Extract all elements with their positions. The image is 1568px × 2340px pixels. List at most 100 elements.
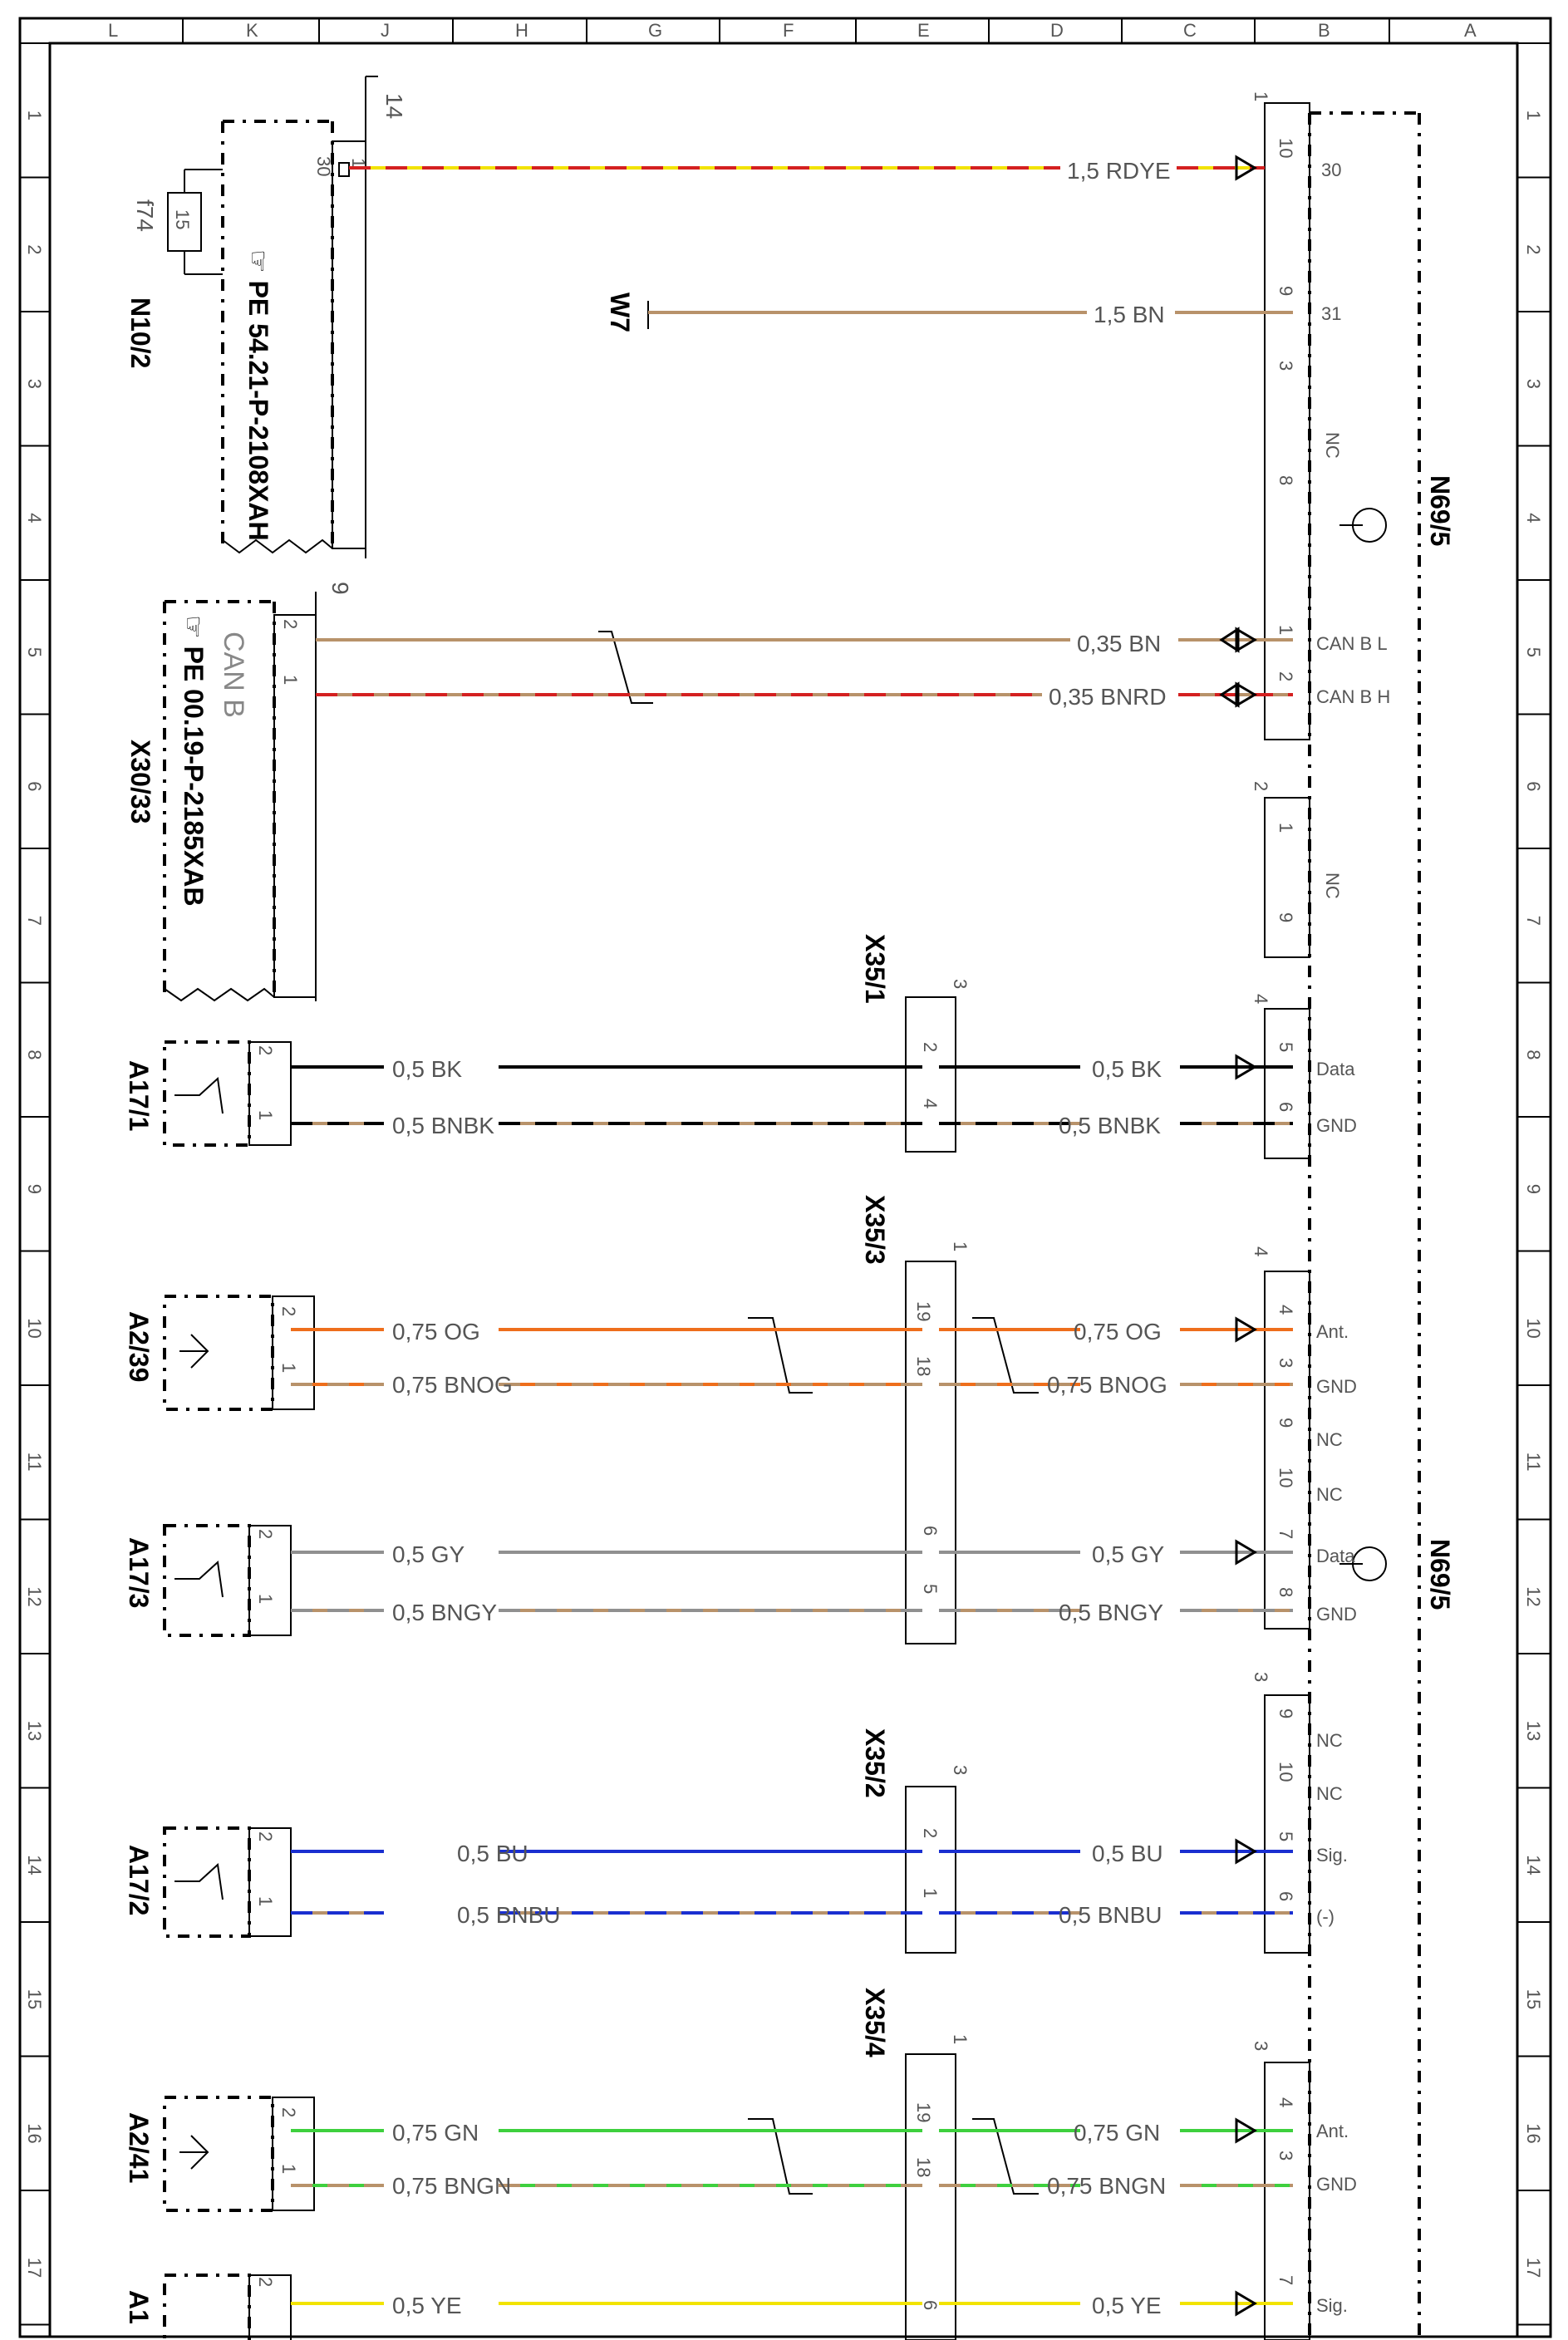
col-g: G (648, 20, 662, 41)
a17-2-label: A17/2 (124, 1845, 154, 1915)
wire-label-bu-right: 0,5 BU (1092, 1841, 1163, 1866)
twist-symbol (972, 2118, 1039, 2195)
a17-1-pin-2: 2 (255, 1045, 276, 1055)
a17-partial-pin-2: 2 (255, 2277, 276, 2287)
wire-label-bnog-left: 0,75 BNOG (392, 1372, 513, 1398)
x35-1-pin-b: 4 (920, 1099, 941, 1109)
x35-3-label: X35/3 (860, 1195, 890, 1265)
row-number: 3 (24, 379, 45, 389)
n69-pin-5: 5 (1276, 1042, 1296, 1052)
x35-2-pin-b: 1 (920, 1888, 941, 1898)
n69-pin-9b: 9 (1276, 912, 1296, 922)
x35-1-connector: X35/1 3 2 4 (860, 934, 971, 1153)
row-number: 16 (1523, 2123, 1544, 2143)
row-number: 5 (24, 647, 45, 657)
x30-33-reference: ☞ PE 00.19-P-2185XAB (179, 615, 209, 907)
n69-connector-1 (1264, 102, 1310, 740)
x35-2-connector: X35/2 3 2 1 (860, 1728, 971, 1954)
wire-label-bngy-left: 0,5 BNGY (392, 1600, 497, 1625)
x35-1-no: 3 (950, 979, 971, 989)
row-number: 16 (24, 2123, 45, 2143)
col-f: F (783, 20, 794, 41)
wire-label-gy-right: 0,5 GY (1092, 1541, 1164, 1567)
x35-1-label: X35/1 (860, 934, 890, 1004)
fuse-name: f74 (132, 199, 158, 232)
a17-partial-label: A1 (124, 2290, 154, 2324)
x35-4-pin-c: 6 (920, 2300, 941, 2310)
n69-nc-1: NC (1322, 432, 1343, 459)
wire-label-ye-left: 0,5 YE (392, 2293, 462, 2318)
n10-2-pin-30: 30 (313, 156, 334, 176)
a17-1-pin-1: 1 (255, 1110, 276, 1120)
column-ruler: L K J H G F E D C B A (20, 18, 1551, 44)
x35-3-connector: X35/3 1 19 18 6 5 (860, 1195, 971, 1644)
row-number: 14 (1523, 1855, 1544, 1875)
row-number: 14 (24, 1855, 45, 1875)
n69-5-module: N69/5 N69/5 1 10 30 9 31 3 8 NC 1 CAN B … (1251, 91, 1455, 2340)
n69-conn-3-no: 3 (1251, 1672, 1271, 1682)
row-number: 10 (24, 1318, 45, 1338)
col-l: L (108, 20, 118, 41)
row-number: 1 (1523, 111, 1544, 120)
a2-39-label: A2/39 (124, 1311, 154, 1382)
a17-3-pin-2: 2 (255, 1529, 276, 1539)
n69-nc-4: NC (1316, 1484, 1343, 1505)
wire-label-bngy-right: 0,5 BNGY (1059, 1600, 1163, 1625)
x30-33-pin-2: 2 (280, 619, 301, 629)
wire-label-bngn-right: 0,75 BNGN (1047, 2173, 1166, 2199)
x35-3-no: 1 (950, 1241, 971, 1251)
col-d: D (1050, 20, 1064, 41)
row-number: 7 (24, 916, 45, 926)
a17-1-block: 2 1 A17/1 (124, 1040, 292, 1147)
x35-3-pin-a: 19 (913, 1301, 934, 1321)
col-a: A (1464, 20, 1477, 41)
a2-41-pin-1: 1 (278, 2164, 299, 2174)
n10-2-label: N10/2 (125, 297, 155, 368)
n10-2-terminal (338, 162, 350, 177)
n69-pin-3e: 3 (1276, 2151, 1296, 2161)
row-number: 5 (1523, 647, 1544, 657)
row-number: 8 (1523, 1050, 1544, 1059)
wire-label-bn-w7: 1,5 BN (1094, 302, 1165, 327)
row-number: 3 (1523, 379, 1544, 389)
wire-label-bnbu-right: 0,5 BNBU (1059, 1902, 1162, 1928)
n69-5-label-top: N69/5 (1425, 475, 1455, 546)
arrow-right-icon (1235, 2117, 1257, 2144)
n69-ant-2: Ant. (1316, 2121, 1349, 2141)
bidirectional-arrow-icon (1235, 627, 1257, 653)
a17-1-label: A17/1 (124, 1060, 154, 1131)
twist-symbol (748, 2118, 813, 2195)
arrow-right-icon (1235, 1539, 1257, 1566)
wire-label-bnbk-left: 0,5 BNBK (392, 1113, 494, 1138)
n69-pin-7: 7 (1276, 1529, 1296, 1539)
n69-pin-6: 6 (1276, 1102, 1296, 1112)
n69-conn-3b-no: 3 (1251, 2041, 1271, 2051)
wire-label-bnbk-right: 0,5 BNBK (1059, 1113, 1161, 1138)
wires-layer (291, 155, 1293, 2317)
x35-3-pin-b: 18 (913, 1356, 934, 1376)
n69-signal-31: 31 (1321, 303, 1341, 324)
a17-3-block: 2 1 A17/3 (124, 1524, 292, 1637)
x30-33-pin-1: 1 (280, 675, 301, 685)
wire-label-gn-right: 0,75 GN (1074, 2120, 1160, 2146)
n69-nc-5: NC (1316, 1730, 1343, 1751)
wire-label-ye-right: 0,5 YE (1092, 2293, 1162, 2318)
x35-4-pin-b: 18 (913, 2157, 934, 2177)
n69-pin-1b: 1 (1276, 823, 1296, 833)
x35-3-pin-d: 5 (920, 1584, 941, 1594)
wire-label-bngn-left: 0,75 BNGN (392, 2173, 511, 2199)
wire-label-bu-left: 0,5 BU (457, 1841, 528, 1866)
n69-pin-5d: 5 (1276, 1831, 1296, 1841)
row-number: 11 (1523, 1453, 1544, 1472)
w7-label: W7 (605, 292, 635, 332)
wire-label-bk-right: 0,5 BK (1092, 1056, 1162, 1082)
wire-label-can-h: 0,35 BNRD (1049, 684, 1167, 710)
wire-label-gy-left: 0,5 GY (392, 1541, 465, 1567)
n69-gnd-4: GND (1316, 2174, 1357, 2195)
wire-label-rdye: 1,5 RDYE (1067, 158, 1171, 184)
arrow-right-icon (1235, 1838, 1257, 1865)
arrow-right-icon (1235, 1054, 1257, 1080)
n69-conn-4-no: 4 (1251, 994, 1271, 1004)
a2-41-block: 2 1 A2/41 (124, 2096, 1039, 2212)
n69-pin-8: 8 (1276, 475, 1296, 485)
